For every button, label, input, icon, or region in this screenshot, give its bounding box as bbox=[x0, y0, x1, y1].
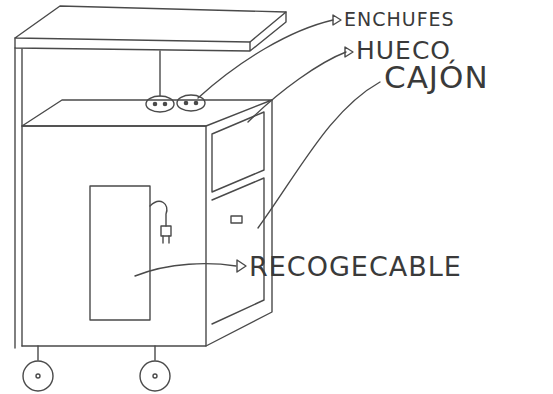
part-label: HUECO bbox=[356, 38, 451, 63]
cabinet-top bbox=[22, 100, 272, 126]
wheel-axle bbox=[153, 374, 157, 378]
leader-marker bbox=[237, 260, 246, 272]
socket-hole bbox=[153, 102, 156, 105]
plug-pins bbox=[163, 236, 169, 243]
open-shelf bbox=[212, 112, 264, 192]
drawer bbox=[212, 178, 264, 324]
side-post bbox=[15, 48, 22, 348]
top-board-edge bbox=[15, 12, 286, 51]
socket-hole bbox=[163, 102, 166, 105]
socket bbox=[177, 95, 205, 111]
leader-line bbox=[198, 20, 333, 98]
wheel bbox=[23, 361, 53, 391]
part-label: CAJÓN bbox=[384, 62, 489, 93]
leader-line bbox=[135, 264, 236, 276]
wheel-axle bbox=[36, 374, 40, 378]
cable-reel-door bbox=[90, 186, 150, 320]
leader-marker bbox=[333, 15, 341, 25]
top-board bbox=[15, 6, 286, 42]
socket bbox=[146, 96, 174, 112]
leader-line bbox=[258, 82, 380, 228]
plug-cable bbox=[150, 201, 167, 226]
wheel bbox=[140, 361, 170, 391]
part-label: ENCHUFES bbox=[344, 10, 455, 29]
drawer-handle bbox=[231, 216, 242, 223]
socket-hole bbox=[184, 101, 187, 104]
cabinet-front bbox=[22, 126, 206, 346]
cable bbox=[159, 51, 160, 96]
leader-marker bbox=[345, 47, 353, 57]
leader-line bbox=[248, 52, 346, 122]
wheel-mount bbox=[38, 346, 155, 360]
plug bbox=[161, 226, 171, 236]
socket-hole bbox=[194, 101, 197, 104]
part-label: RECOGECABLE bbox=[249, 253, 462, 280]
